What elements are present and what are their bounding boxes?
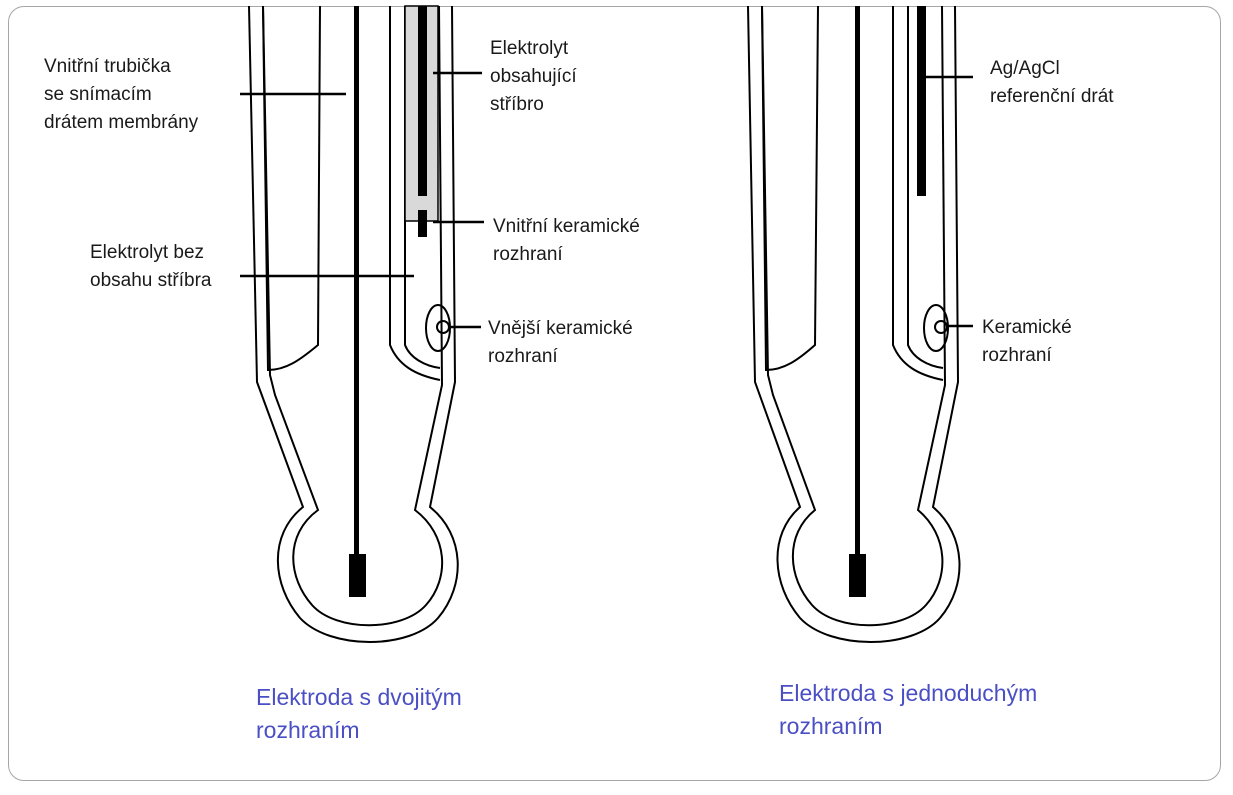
ag-reference-wire [418, 6, 427, 196]
caption-double-junction: Elektroda s dvojitým rozhraním [256, 684, 468, 743]
label-electrolyte-no-silver: Elektrolyt bez obsahu stříbra [90, 242, 212, 291]
sensing-wire-right [855, 6, 860, 556]
inner-tube-right-inner [404, 6, 441, 369]
outer-glass-body-right [747, 5, 961, 643]
sensing-wire-tip-right [849, 554, 866, 597]
inner-tube-right-wall-right [892, 6, 944, 381]
label-inner-ceramic: Vnitřní keramické rozhraní [493, 216, 645, 265]
ag-agcl-reference-wire [917, 6, 926, 196]
inner-glass-wall-right [761, 5, 947, 627]
label-electrolyte-silver: Elektrolyt obsahující stříbro [490, 38, 582, 115]
inner-tube-left-wall [262, 5, 321, 372]
inner-tube-left-wall-right [761, 5, 819, 372]
sensing-wire-tip [349, 554, 366, 597]
outer-glass-body [248, 5, 459, 643]
label-inner-tube: Vnitřní trubička se snímacím drátem memb… [44, 56, 199, 133]
inner-tube-right-inner-right [907, 6, 944, 369]
outer-ceramic-junction [425, 304, 451, 352]
diagram-frame [8, 6, 1221, 781]
single-junction-electrode [747, 5, 961, 643]
inner-glass-wall [262, 5, 444, 627]
sensing-wire [354, 6, 359, 556]
inner-ceramic-plug [418, 210, 427, 237]
label-outer-ceramic: Vnější keramické rozhraní [488, 318, 638, 367]
caption-single-junction: Elektroda s jednoduchým rozhraním [779, 680, 1044, 739]
inner-tube-right-wall [389, 6, 441, 381]
double-junction-electrode [248, 5, 459, 643]
label-reference-wire: Ag/AgCl referenční drát [990, 58, 1114, 107]
label-ceramic-right: Keramické rozhraní [982, 317, 1077, 366]
